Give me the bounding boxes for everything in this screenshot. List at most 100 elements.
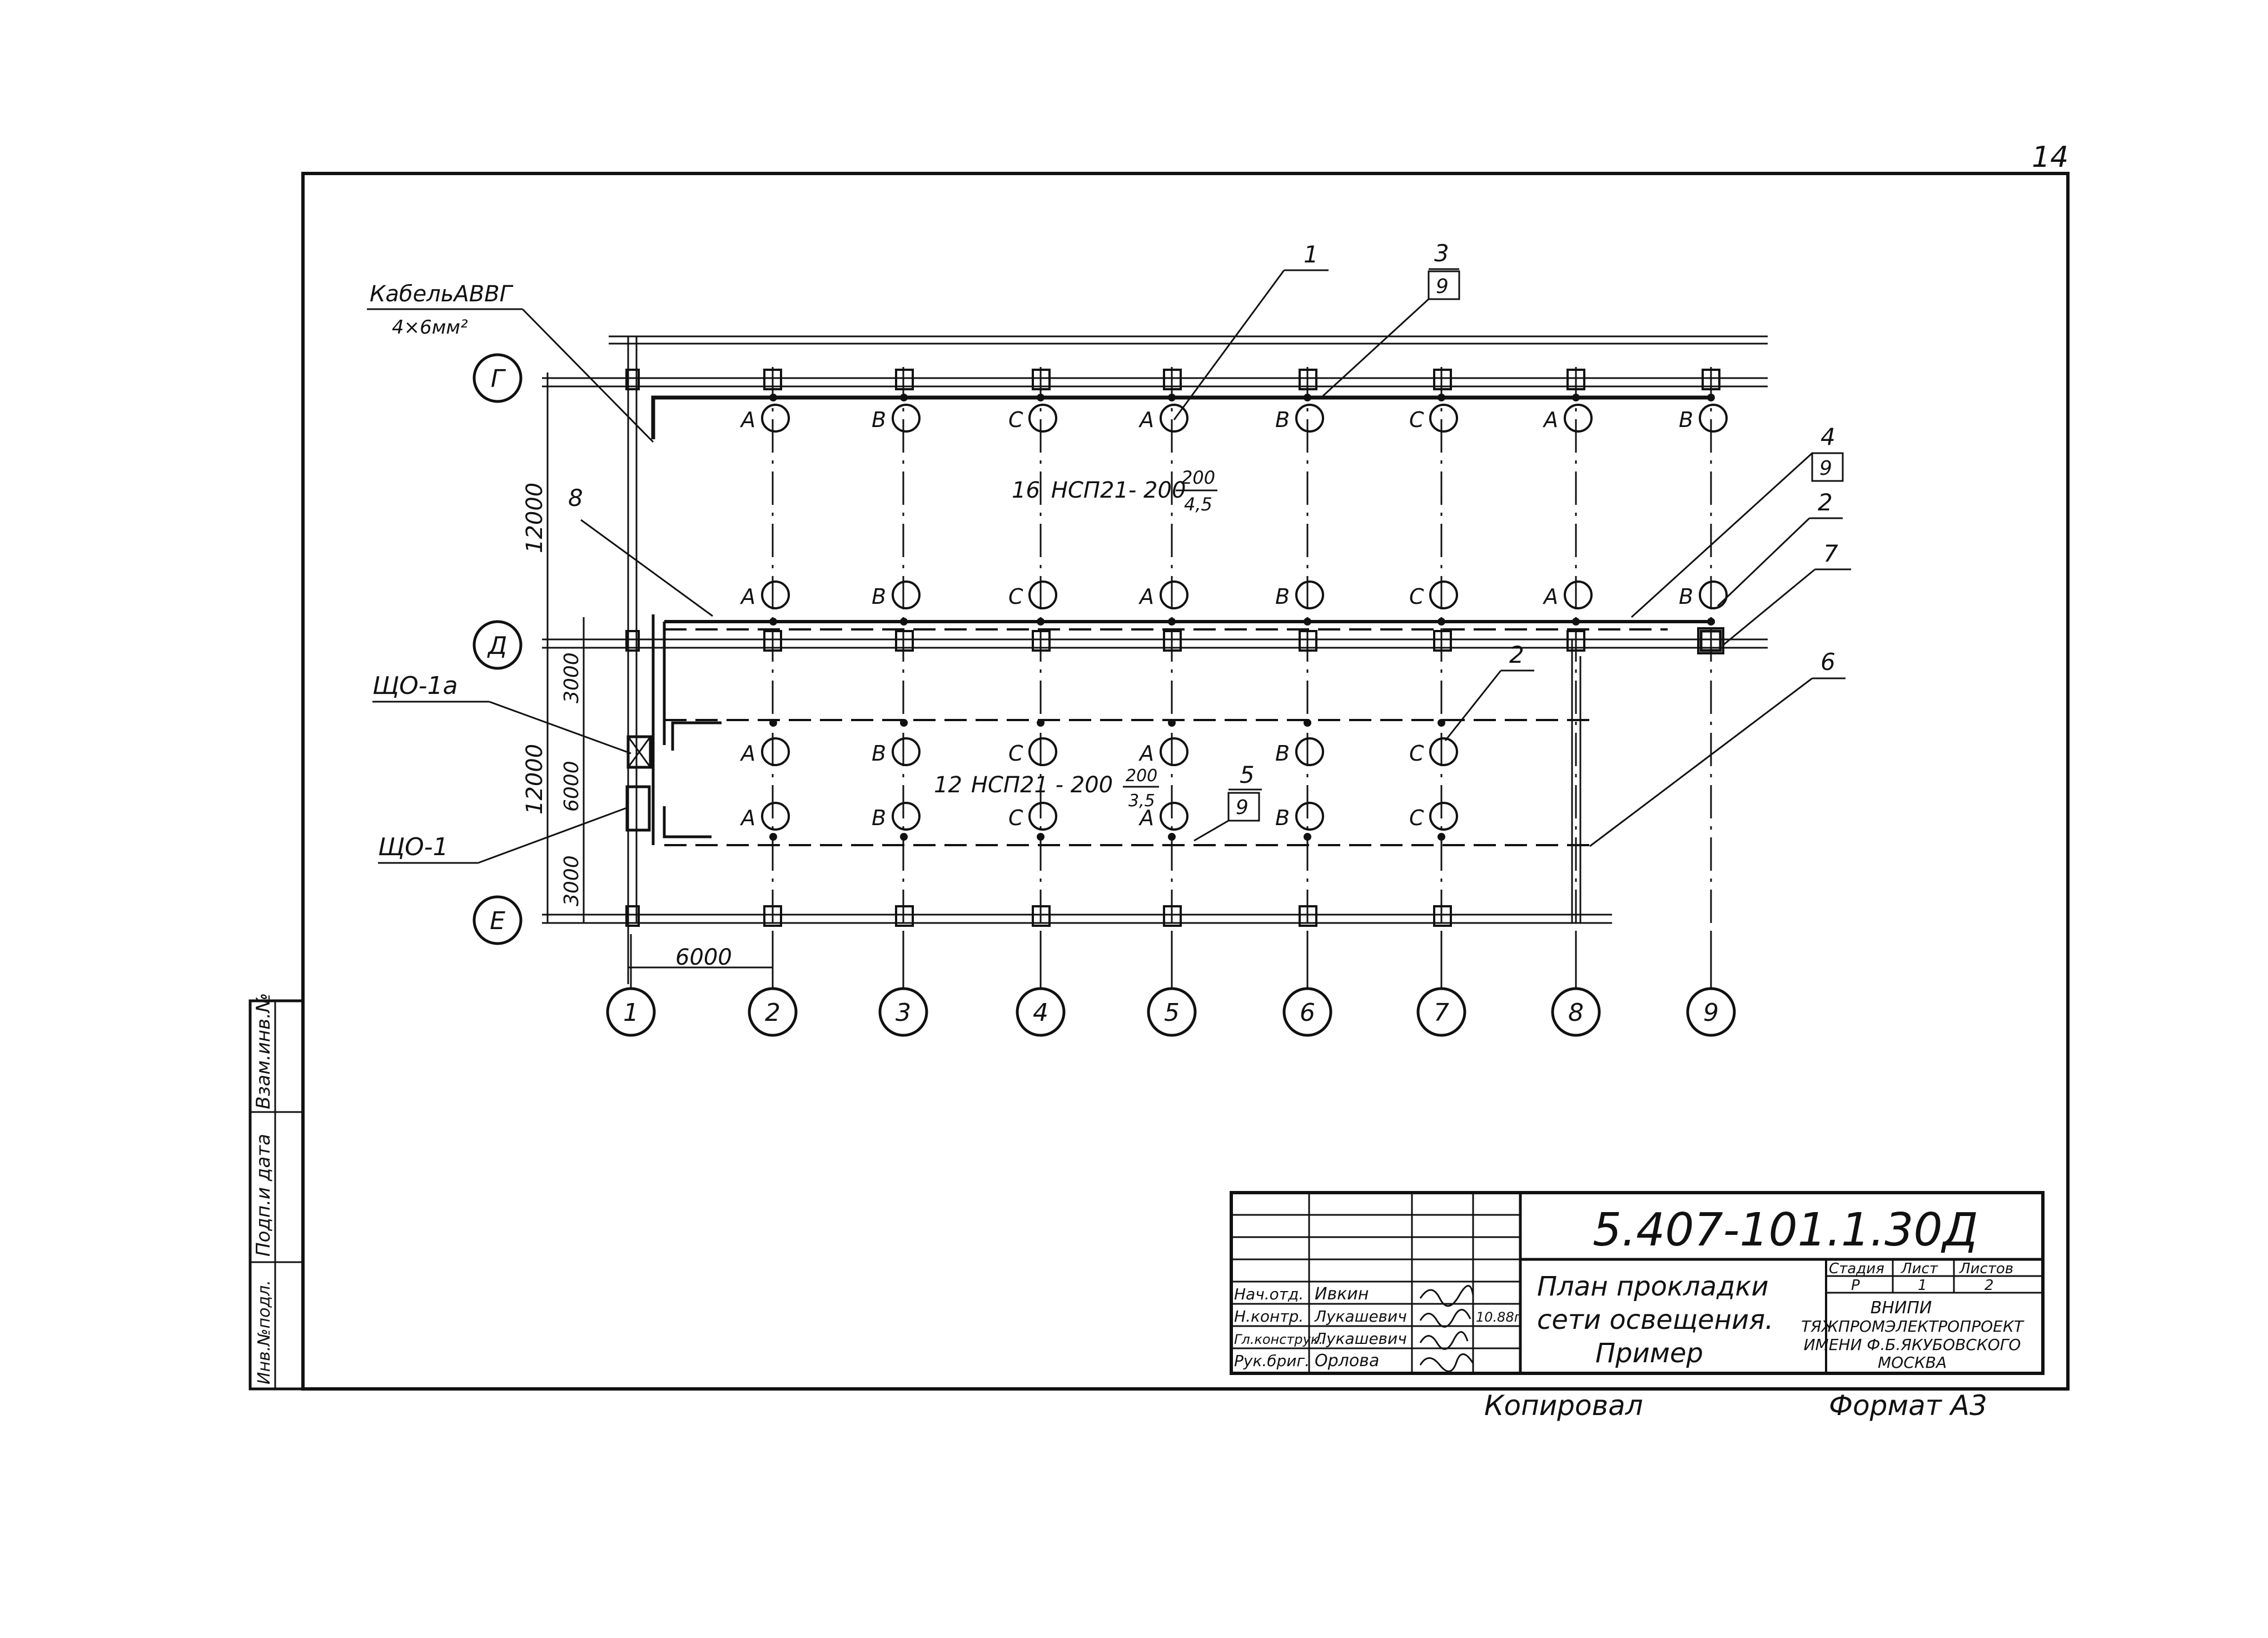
dim-left-bottom: 3000	[560, 855, 583, 906]
axis-label-3: 3	[896, 999, 911, 1027]
junction-dot	[1572, 394, 1580, 401]
lamp-phase: В	[872, 584, 886, 609]
lamp-phase: А	[1138, 741, 1154, 766]
cable-name: КабельАВВГ	[370, 281, 514, 307]
lamp	[1699, 404, 1728, 433]
junction-dot	[769, 618, 777, 626]
lamp-phase: В	[1679, 584, 1693, 609]
dim-bottom: 6000	[675, 945, 732, 970]
lamp	[1295, 580, 1324, 609]
stamp-sign: Подп.и дата	[252, 1134, 275, 1257]
junction-dot	[1037, 618, 1045, 626]
role-3: Гл.конструк.	[1234, 1332, 1323, 1347]
col-stage: Стадия	[1829, 1260, 1884, 1277]
junction-dot	[900, 833, 908, 841]
stamp-replace: Взам.инв.№	[252, 993, 275, 1109]
panel-shch-o-1	[625, 785, 651, 832]
lamp-phase: В	[872, 741, 886, 766]
junction-dot	[1168, 833, 1176, 841]
callouts: 1 3 9 4 9 2 7 6 2 5 9 8	[568, 240, 1851, 847]
lamp-phase: С	[1008, 408, 1023, 432]
panel-a-label: ЩО-1а	[372, 672, 458, 700]
axis-label-1: 1	[623, 999, 639, 1027]
lamp	[761, 404, 790, 433]
lamp-phase: В	[1679, 408, 1693, 432]
junction-dot	[900, 618, 908, 626]
lamp-phase: С	[1008, 741, 1023, 766]
dim-left-big: 12000	[522, 744, 548, 815]
role-2: Н.контр.	[1234, 1307, 1304, 1326]
callout-2a: 2	[1818, 489, 1833, 516]
axis-label-4: 4	[1033, 999, 1048, 1027]
lamp	[1028, 737, 1057, 766]
lamp	[1028, 802, 1057, 831]
lamp-phase: В	[1275, 806, 1290, 830]
junction-dot	[1438, 394, 1445, 401]
org-line-1: ВНИПИ	[1871, 1298, 1932, 1318]
junction-dot	[1707, 618, 1715, 626]
callout-5: 5	[1240, 761, 1255, 788]
lower-fixture-count: 12	[934, 772, 962, 798]
footer-copied: Копировал	[1484, 1389, 1643, 1422]
lamp-phase: А	[1138, 584, 1154, 609]
lamp	[1295, 737, 1324, 766]
wiring	[651, 395, 1715, 846]
panels	[625, 629, 1722, 832]
signature-2	[1419, 1309, 1471, 1328]
cable-label: КабельАВВГ 4×6мм²	[367, 281, 654, 443]
lamp	[1429, 580, 1458, 609]
junction-dot	[1304, 719, 1311, 727]
junction-dot	[1304, 833, 1311, 841]
role-4: Рук.бриг.	[1234, 1352, 1310, 1370]
sheets-value: 2	[1984, 1277, 1994, 1294]
sign-date: 10.88г	[1476, 1309, 1521, 1325]
lamp	[1429, 737, 1458, 766]
columns	[625, 369, 1724, 927]
lamp	[892, 737, 921, 766]
grid-lines-vertical	[627, 336, 1712, 990]
axis-bubble-row-2	[472, 895, 523, 945]
lamp	[1429, 802, 1458, 831]
lower-height: 3,5	[1128, 791, 1155, 811]
junction-dot	[900, 394, 908, 401]
junction-dot	[1304, 618, 1311, 626]
junction-dot	[1438, 719, 1445, 727]
name-3: Лукашевич	[1314, 1329, 1407, 1348]
junction-dot	[1037, 833, 1045, 841]
junction-dot	[1168, 618, 1176, 626]
axis-label-row-1: Д	[487, 632, 507, 660]
axis-label-9: 9	[1703, 999, 1719, 1027]
axis-bubbles-vertical: Г Д Е	[472, 353, 523, 945]
lamp	[1699, 580, 1728, 609]
signature-1	[1419, 1285, 1474, 1307]
dim-left-mid: 6000	[560, 761, 583, 812]
dim-left-top: 12000	[522, 483, 548, 553]
axis-label-6: 6	[1300, 999, 1315, 1027]
lamp	[1160, 737, 1188, 766]
lamp-phase: А	[1138, 408, 1154, 432]
stamp-inv: Инв.№подл.	[255, 1280, 274, 1384]
name-2: Лукашевич	[1314, 1307, 1407, 1326]
axis-label-row-0: Г	[491, 365, 506, 393]
lamp	[892, 802, 921, 831]
axis-label-row-2: Е	[490, 907, 505, 935]
lamp	[1295, 802, 1324, 831]
upper-fixture-count: 16	[1012, 478, 1040, 503]
lamp-phase: А	[739, 806, 755, 830]
junction-dot	[1572, 618, 1580, 626]
lamp-phase: С	[1008, 806, 1023, 830]
axis-label-5: 5	[1164, 999, 1180, 1027]
junction-dot	[1707, 394, 1715, 401]
stage-value: Р	[1851, 1277, 1860, 1294]
junction-dot	[1168, 719, 1176, 727]
lamp-phase: В	[1275, 408, 1290, 432]
lamp-phase: А	[739, 408, 755, 432]
title-block: 5.407-101.1.30Д План прокладки сети осве…	[1230, 1191, 2045, 1375]
axis-label-2: 2	[765, 999, 780, 1027]
sheet-value: 1	[1918, 1277, 1927, 1294]
lamp	[761, 580, 790, 609]
lamp-phase: А	[739, 584, 755, 609]
